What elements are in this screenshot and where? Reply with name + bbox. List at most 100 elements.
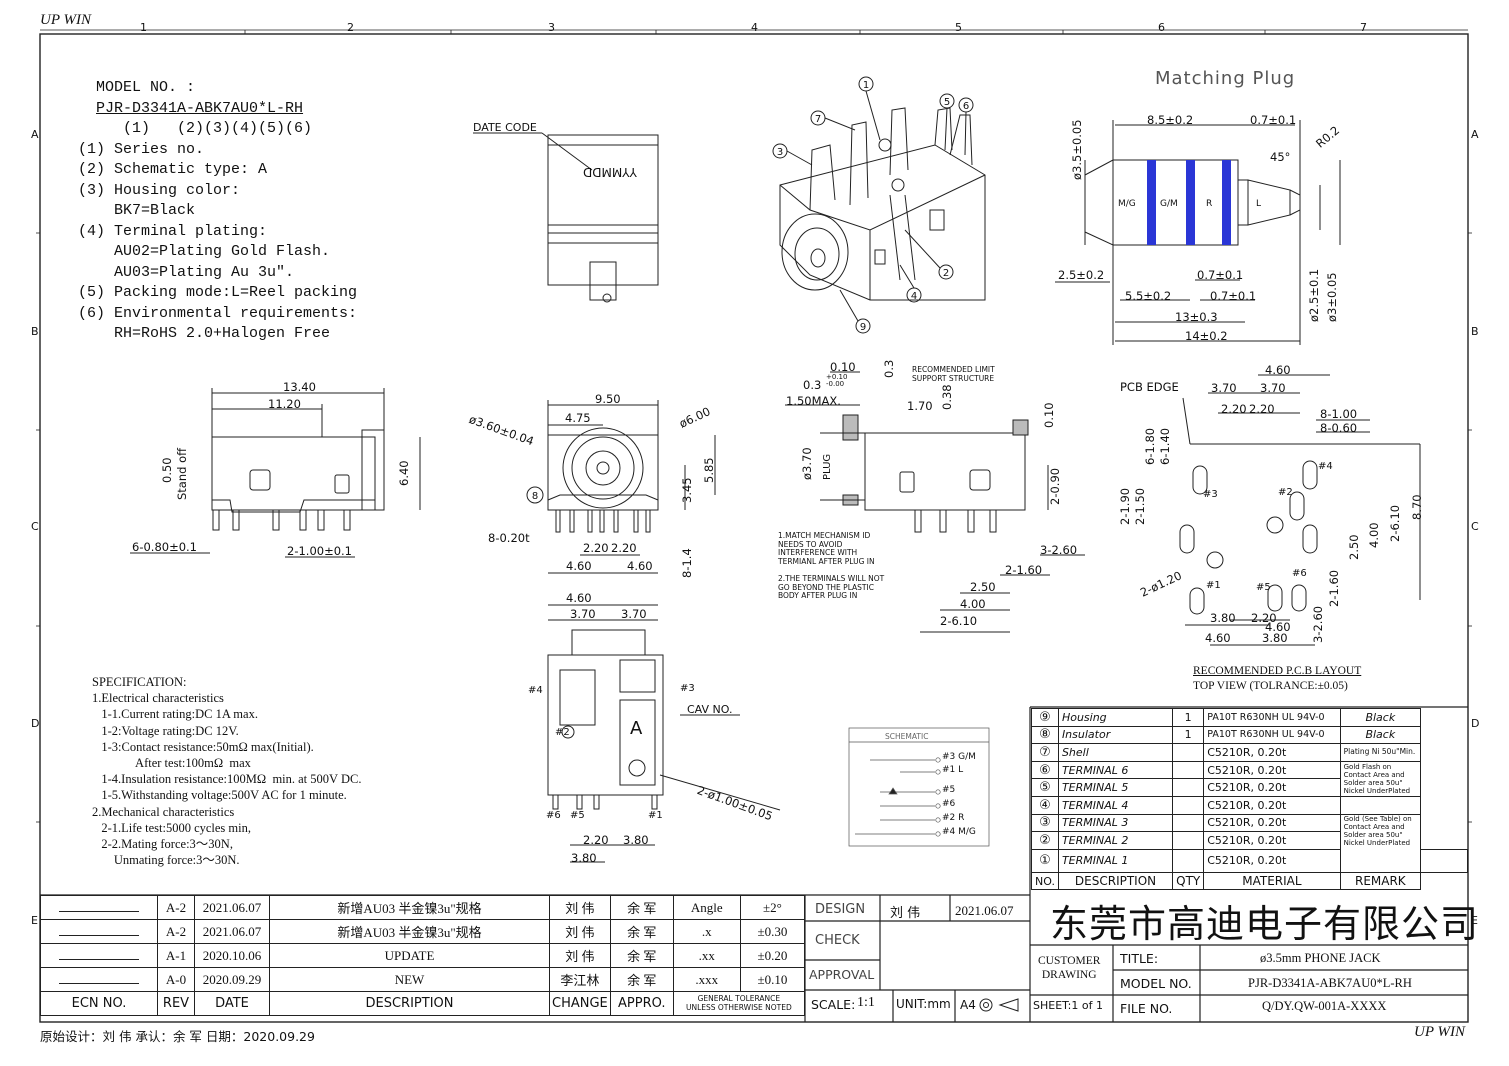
specification-block: SPECIFICATION: 1.Electrical characterist…: [92, 674, 361, 868]
dimension: 3.80: [1262, 631, 1288, 645]
rev-approved-by: 余 军: [609, 967, 674, 992]
spec-line: 1-4.Insulation resistance:100MΩ min. at …: [92, 772, 362, 787]
rev-code: A-1: [157, 943, 195, 968]
dimension: 3.70: [621, 607, 647, 621]
model-line: (6) Environmental requirements:: [78, 304, 358, 322]
dimension: 0.3: [882, 359, 896, 378]
spec-line: 1-2:Voltage rating:DC 12V.: [92, 723, 239, 738]
tolerance-value: ±0.10: [739, 967, 806, 992]
plug-label: PLUG: [822, 453, 833, 480]
dimension: 5.85: [702, 457, 716, 483]
revision-header-row: ECN NO. REV DATE DESCRIPTION CHANGE APPR…: [40, 991, 806, 1016]
sheet-number: SHEET:1 of 1: [1033, 999, 1103, 1012]
bom-desc: TERMINAL 3: [1057, 813, 1174, 833]
model-line: (2) Schematic type: A: [78, 161, 268, 178]
pin-label: #4: [1318, 461, 1333, 472]
dimension: 9.50: [595, 392, 621, 406]
dimension: Stand off: [175, 447, 189, 500]
model-line: (4) Terminal plating:: [78, 222, 268, 240]
dimension: 3.80: [1210, 611, 1236, 625]
dimension: 2-1.50: [1133, 487, 1147, 525]
svg-text:6: 6: [963, 101, 969, 112]
dimension: 4.00: [960, 597, 986, 611]
bom-header-remark: REMARK: [1339, 871, 1422, 891]
schematic-pin: #2 R: [942, 813, 965, 823]
svg-text:7: 7: [815, 114, 821, 125]
general-tolerance-note: GENERAL TOLERANCE UNLESS OTHERWISE NOTED: [672, 991, 806, 1016]
isometric-jack-view: [772, 76, 986, 334]
rev-code: A-2: [157, 919, 195, 944]
bom-header-no: NO.: [1031, 871, 1059, 891]
pcb-layout: [1179, 374, 1421, 646]
bom-qty: [1172, 760, 1205, 780]
spec-line: 1-1.Current rating:DC 1A max.: [92, 707, 258, 722]
bom-material: C5210R, 0.20t: [1203, 778, 1341, 797]
model-breakdown: (1) (2)(3)(4)(5)(6): [123, 120, 313, 137]
dimension: 14±0.2: [1185, 329, 1228, 343]
model-number: PJR-D3341A-ABK7AU0*L-RH: [96, 99, 304, 117]
dimension: 8-1.4: [680, 548, 694, 578]
dimension: 6.40: [397, 460, 411, 486]
bom-qty: [1172, 795, 1205, 815]
matching-plug-title: Matching Plug: [1155, 68, 1296, 89]
grid-row-d-right: D: [1471, 717, 1480, 730]
dimension: 13.40: [283, 380, 316, 394]
pcb-layout-subtitle: TOP VIEW (TOLRANCE:±0.05): [1193, 680, 1348, 692]
spec-line: 1-3:Contact resistance:50mΩ max(Initial)…: [92, 739, 314, 754]
rev-date: 2021.06.07: [194, 919, 270, 944]
bom-no: ⑧: [1031, 725, 1059, 745]
revision-row: A-1 2020.10.06 UPDATE 刘 伟 余 军 .xx ±0.20: [40, 943, 806, 968]
grid-row-e: E: [31, 914, 38, 927]
grid-col-3: 3: [548, 21, 555, 34]
grid-row-c: C: [31, 520, 39, 533]
dimension: ø3±0.05: [1325, 272, 1339, 322]
dimension: 4.60: [1265, 620, 1291, 634]
dimension: 8-1.00: [1320, 407, 1358, 421]
appro-header: APPRO.: [609, 991, 674, 1016]
dimension: 0.10: [1042, 402, 1056, 428]
customer-drawing-label: CUSTOMER DRAWING: [1038, 955, 1101, 981]
bom-no: ⑦: [1031, 743, 1059, 762]
bom-header-material: MATERIAL: [1203, 871, 1341, 891]
corner-label-top: UP WIN: [40, 12, 91, 28]
bom-desc: Housing: [1057, 708, 1174, 727]
bom-qty: [1172, 831, 1205, 850]
svg-text:9: 9: [860, 322, 866, 333]
corner-label-bottom: UP WIN: [1414, 1024, 1465, 1040]
model-line: (1) Series no.: [78, 140, 205, 158]
file-no-label: FILE NO.: [1120, 1001, 1173, 1016]
bom-no: ①: [1031, 848, 1059, 873]
front-view: [526, 400, 716, 574]
bom-material: C5210R, 0.20t: [1203, 743, 1341, 762]
dimension: 4.60: [1205, 631, 1231, 645]
dimension: 0.7±0.1: [1250, 113, 1297, 127]
dimension: 4.60: [627, 559, 653, 573]
pin-label: #2: [555, 727, 570, 738]
dimension: 8.5±0.2: [1147, 113, 1194, 127]
bom-no: ⑨: [1031, 708, 1059, 727]
schematic-pin: #1 L: [942, 765, 964, 775]
svg-text:8: 8: [532, 491, 538, 502]
company-name: 东莞市高迪电子有限公司: [1050, 902, 1480, 946]
rev-header: REV: [157, 991, 195, 1016]
dimension: 4.00: [1367, 522, 1381, 548]
tolerance-key: .x: [672, 919, 741, 944]
dimension: 1.70: [907, 399, 933, 413]
tolerance-key: .xxx: [672, 967, 741, 992]
schematic-pin: #6: [942, 799, 956, 809]
bom-desc: Insulator: [1057, 725, 1174, 745]
grid-row-a: A: [31, 128, 39, 141]
bom-material: C5210R, 0.20t: [1203, 760, 1341, 780]
pin-label: #4: [528, 685, 543, 696]
dimension: 4.60: [566, 591, 592, 605]
spec-line: 2-2.Mating force:3～30N,: [92, 837, 233, 852]
grid-row-a-right: A: [1471, 128, 1479, 141]
check-label: CHECK: [815, 933, 860, 948]
bom-desc: TERMINAL 1: [1057, 848, 1174, 873]
spec-line: 1.Electrical characteristics: [92, 691, 224, 706]
cav-letter: A: [630, 718, 643, 739]
